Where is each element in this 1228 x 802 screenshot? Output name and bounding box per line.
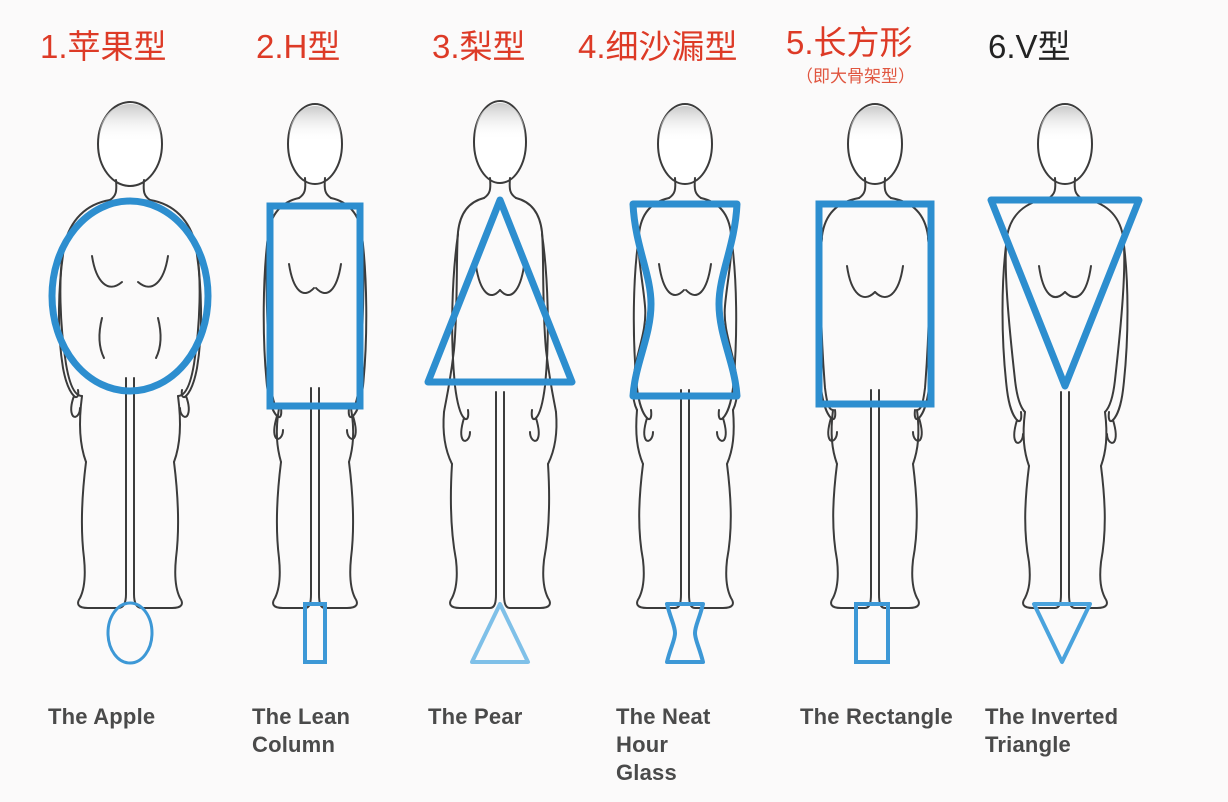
shape-icon-triangle-down [1002,598,1122,668]
column-subtitle-5: （即大骨架型） [796,67,915,86]
body-figure-lean-column [215,96,415,626]
shape-icon-triangle-up [440,598,560,668]
column-title-2: 2.H型 [256,28,341,65]
caption-rectangle: The Rectangle [800,704,953,729]
caption-neat-hour-glass: The Neat Hour Glass [616,704,711,786]
tall-rectangle-overlay [266,202,364,410]
column-title-3: 3.梨型 [432,28,526,65]
figure-column-apple [30,96,230,626]
figure-column-lean [215,96,415,626]
figure-column-rectangle [775,96,975,626]
caption-apple: The Apple [48,704,156,729]
column-title-1: 1.苹果型 [40,28,167,65]
circle-overlay [48,197,212,395]
shape-icon-narrow-rectangle [255,598,375,668]
triangle-down-overlay [987,196,1143,390]
figure-column-pear [400,96,600,626]
shape-icon-hourglass [625,598,745,668]
triangle-up-overlay [424,196,576,386]
column-title-6: 6.V型 [988,28,1071,65]
caption-lean-column: The Lean Column [252,704,351,758]
hourglass-overlay [629,200,741,400]
shape-icon-rectangle [812,598,932,668]
column-title-4: 4.细沙漏型 [578,28,738,65]
rectangle-overlay [815,200,935,408]
column-title-5: 5.长方形 [786,24,913,61]
body-figure-hourglass [585,96,785,626]
figure-column-hourglass [585,96,785,626]
caption-pear: The Pear [428,704,523,729]
body-figure-pear [400,96,600,626]
shape-icon-oval [70,598,190,668]
body-figure-inverted-triangle [965,96,1165,626]
body-figure-rectangle [775,96,975,626]
body-figure-apple [30,96,230,626]
figure-column-inverted-triangle [965,96,1165,626]
caption-inverted-triangle: The Inverted Triangle [985,704,1119,758]
